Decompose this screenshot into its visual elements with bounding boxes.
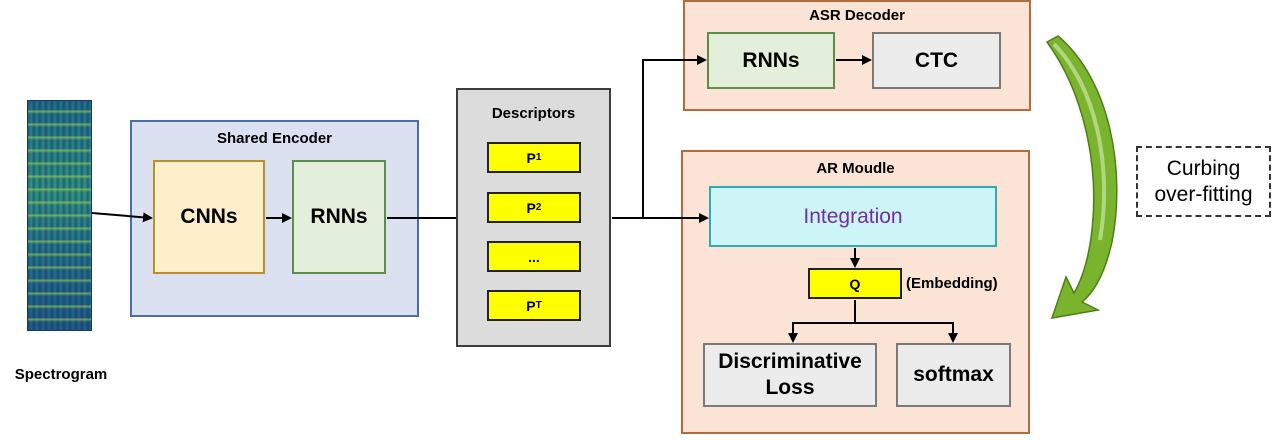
- embedding-label: (Embedding): [906, 275, 998, 292]
- line-q-split: [788, 300, 856, 343]
- descriptor-ellipsis: ...: [487, 241, 581, 272]
- curbing-overfitting-box: Curbing over-fitting: [1136, 146, 1271, 217]
- encoder-rnns-block: RNNs: [292, 160, 386, 274]
- arrow-spectrogram-to-cnns: [91, 212, 153, 223]
- discriminative-line2: Loss: [765, 376, 815, 399]
- cnns-block: CNNs: [153, 160, 265, 274]
- discriminative-loss-block: Discriminative Loss: [703, 343, 877, 407]
- discriminative-line1: Discriminative: [718, 350, 862, 373]
- descriptors-title: Descriptors: [491, 105, 576, 122]
- curved-green-arrow-icon: [1045, 35, 1118, 319]
- ctc-block: CTC: [872, 32, 1001, 89]
- arrow-descriptors-to-asr: [612, 55, 707, 219]
- asr-decoder-title: ASR Decoder: [809, 7, 905, 24]
- q-block: Q: [808, 268, 902, 299]
- curbing-line2: over-fitting: [1154, 182, 1253, 206]
- arrow-q-to-softmax: [855, 322, 958, 343]
- integration-block: Integration: [709, 186, 997, 247]
- ar-module-title: AR Moudle: [816, 160, 895, 177]
- spectrogram-label: Spectrogram: [14, 366, 108, 383]
- softmax-block: softmax: [896, 343, 1011, 407]
- shared-encoder-title: Shared Encoder: [216, 130, 333, 147]
- asr-rnns-block: RNNs: [707, 32, 835, 89]
- spectrogram-image: [27, 100, 92, 331]
- curbing-line1: Curbing: [1166, 156, 1241, 180]
